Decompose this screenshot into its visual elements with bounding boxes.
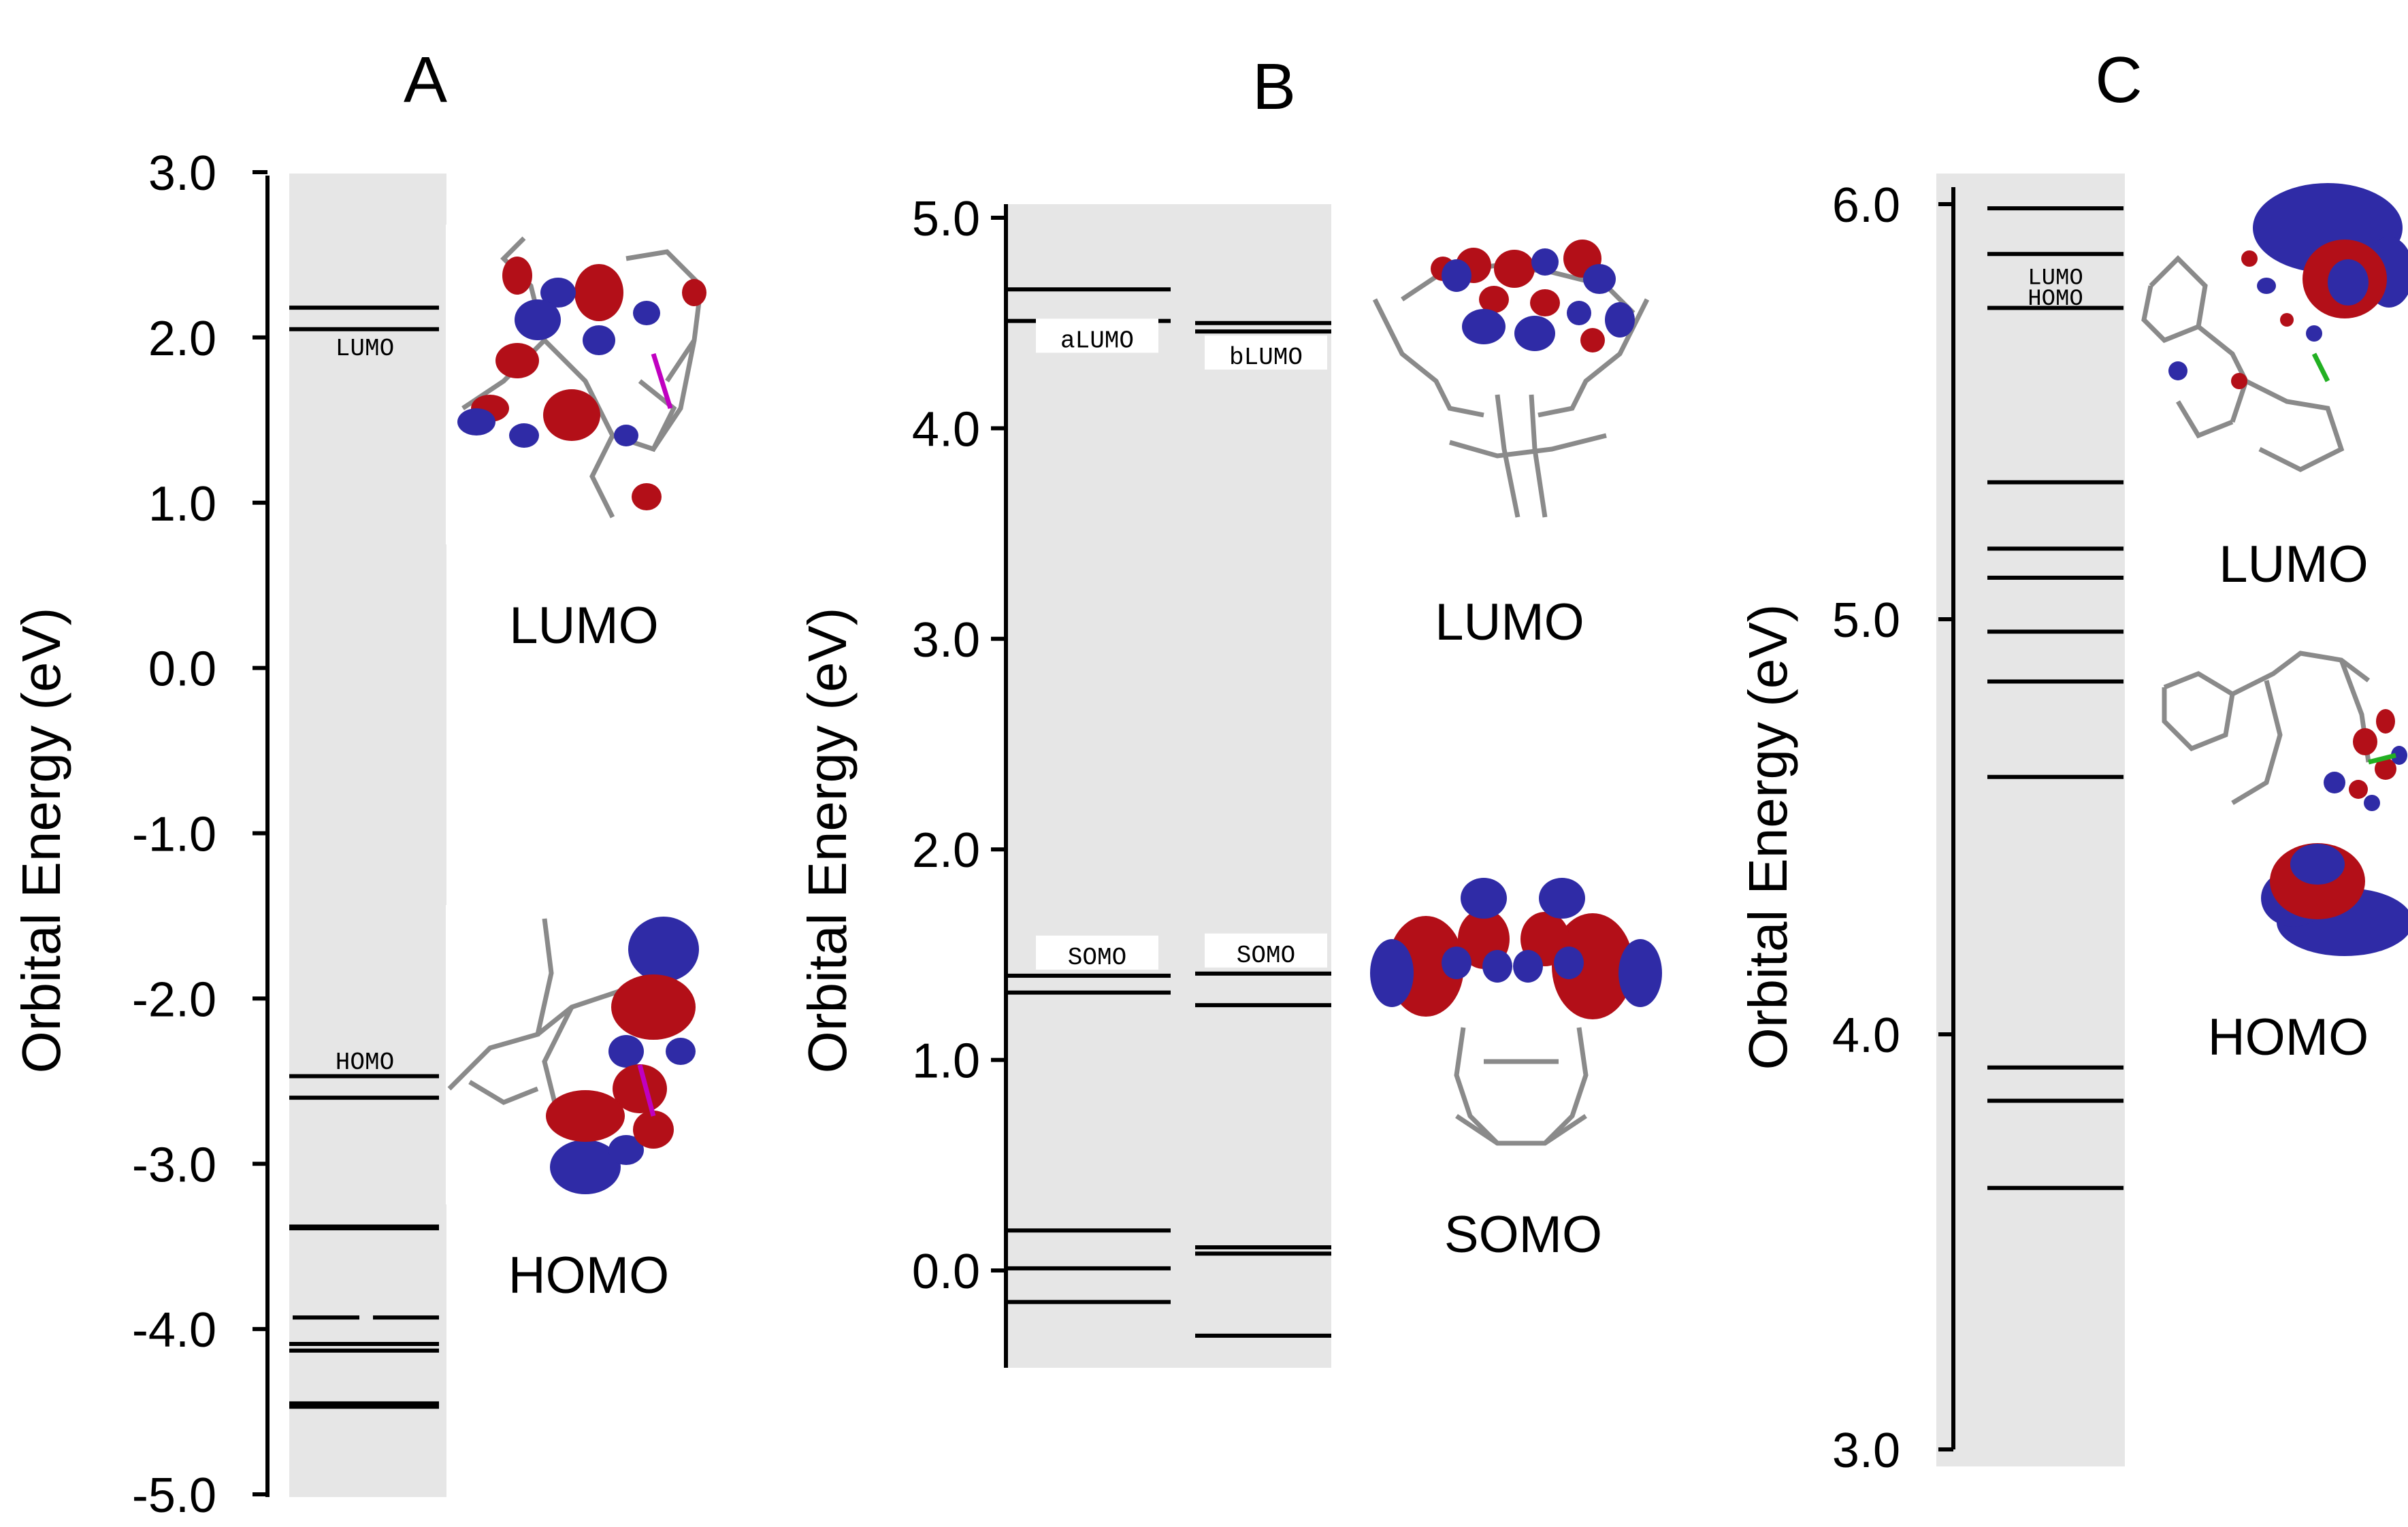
panel-c: C 6.05.04.03.0 Orbital Energy (eV) LUMOH… xyxy=(1738,44,2408,1478)
axis-tick-label: 0.0 xyxy=(148,642,216,697)
axis-tick-label: 3.0 xyxy=(148,146,216,201)
level-label-bg xyxy=(1205,335,1327,370)
axis-tick-label: 0.0 xyxy=(912,1245,980,1299)
panel-a-homo-orbital-image xyxy=(446,905,732,1204)
level-label: SOMO xyxy=(1068,944,1126,972)
panel-b-levels xyxy=(1006,287,1331,1338)
panel-b-somo-orbital-image xyxy=(1354,871,1688,1170)
panel-a-lumo-orbital-image xyxy=(446,225,725,544)
level-label: LUMO xyxy=(336,335,394,363)
panel-b-y-axis: 5.0 4.0 3.0 2.0 1.0 0.0 xyxy=(912,192,1008,1368)
panel-b-shade xyxy=(1006,204,1331,1368)
panel-c-homo-orbital-image xyxy=(2151,636,2408,956)
axis-tick-label: 3.0 xyxy=(912,613,980,668)
panel-b-lumo-caption: LUMO xyxy=(1435,593,1584,651)
level-label: bLUMO xyxy=(1229,344,1303,372)
axis-tick-label: -4.0 xyxy=(132,1303,216,1358)
panel-b-level-labels: aLUMO SOMO bLUMO SOMO xyxy=(1036,318,1327,972)
axis-tick-label: 4.0 xyxy=(912,402,980,457)
level-label: aLUMO xyxy=(1060,327,1134,355)
panel-c-letter: C xyxy=(2095,44,2142,116)
panel-a-y-axis-label: Orbital Energy (eV) xyxy=(11,608,71,1074)
panel-a-homo-caption: HOMO xyxy=(508,1247,669,1304)
axis-tick-label: 3.0 xyxy=(1832,1424,1900,1478)
panel-b-letter: B xyxy=(1252,50,1296,123)
panel-c-y-axis: 6.0 5.0 4.0 3.0 xyxy=(1832,178,1955,1478)
axis-tick-label: 1.0 xyxy=(912,1034,980,1089)
level-label: LUMO xyxy=(2028,266,2083,292)
panel-b-somo-caption: SOMO xyxy=(1444,1206,1602,1264)
panel-a-y-axis: 3.0 2.0 1.0 0.0 -1.0 -2.0 -3.0 -4.0 -5.0 xyxy=(132,146,270,1523)
panel-c-lumo-caption: LUMO xyxy=(2219,536,2369,593)
axis-tick-label: -5.0 xyxy=(132,1468,216,1523)
panel-c-homo-caption: HOMO xyxy=(2208,1008,2369,1066)
panel-a: A 3.0 2.0 1.0 0.0 -1.0 -2.0 -3.0 -4.0 -5.0 Orbit… xyxy=(11,44,732,1523)
axis-tick-label: 2.0 xyxy=(912,823,980,878)
axis-tick-label: -2.0 xyxy=(132,972,216,1027)
panel-b: B 5.0 4.0 3.0 2.0 1.0 0.0 Orbital Energy (eV)… xyxy=(797,50,1691,1368)
level-label: SOMO xyxy=(1237,942,1295,970)
panel-a-shade xyxy=(289,174,446,1497)
level-label: HOMO xyxy=(2028,286,2083,312)
axis-tick-label: -1.0 xyxy=(132,808,216,862)
axis-tick-label: 6.0 xyxy=(1832,178,1900,233)
panel-c-lumo-orbital-image xyxy=(2127,177,2408,504)
panel-c-y-axis-label: Orbital Energy (eV) xyxy=(1738,604,1798,1070)
panel-a-level-labels: LUMO HOMO xyxy=(336,335,394,1077)
axis-tick-label: 2.0 xyxy=(148,312,216,366)
level-label-bg xyxy=(1036,935,1158,970)
panel-a-levels xyxy=(289,306,439,1409)
panel-a-letter: A xyxy=(404,44,447,116)
axis-tick-label: 4.0 xyxy=(1832,1008,1900,1063)
axis-tick-label: 5.0 xyxy=(1832,593,1900,648)
axis-tick-label: -3.0 xyxy=(132,1138,216,1192)
panel-b-y-axis-label: Orbital Energy (eV) xyxy=(797,608,858,1074)
panel-a-lumo-caption: LUMO xyxy=(509,597,659,655)
level-label: HOMO xyxy=(336,1049,394,1077)
level-label-bg xyxy=(1205,933,1327,968)
panel-c-levels xyxy=(1987,206,2124,1190)
axis-tick-label: 1.0 xyxy=(148,477,216,531)
axis-tick-label: 5.0 xyxy=(912,192,980,246)
panel-b-lumo-orbital-image xyxy=(1337,225,1691,538)
panel-c-shade xyxy=(1936,174,2125,1466)
level-label-bg xyxy=(1036,318,1158,353)
